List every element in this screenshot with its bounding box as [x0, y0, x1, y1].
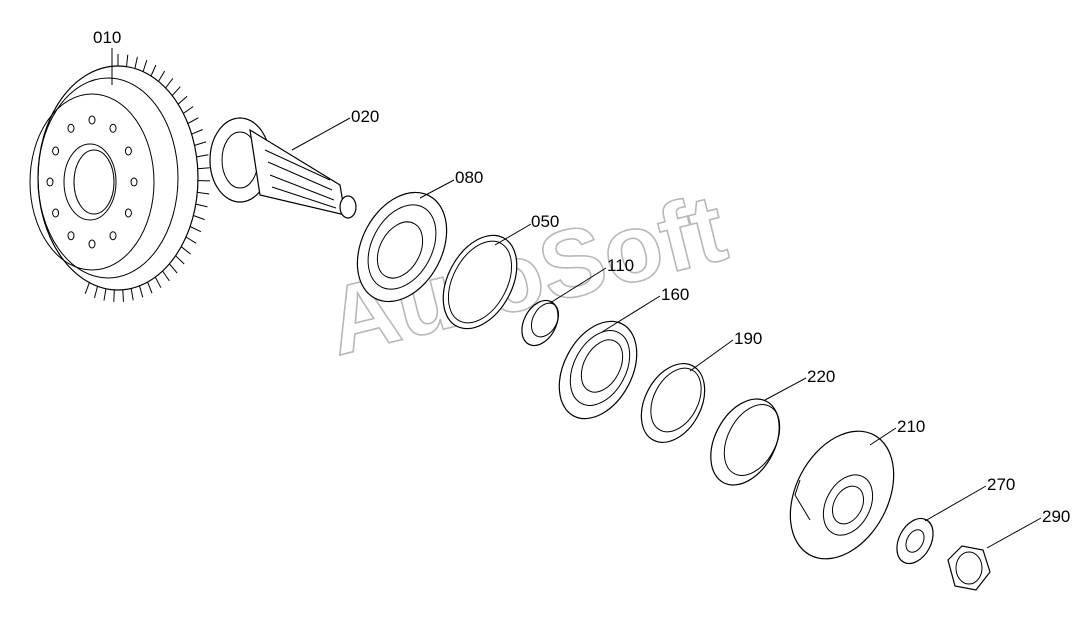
gear-tooth	[84, 282, 90, 294]
bolt-hole	[67, 231, 75, 241]
label-220: 220	[807, 367, 835, 386]
gear-tooth	[194, 141, 207, 146]
gear-tooth	[162, 270, 170, 282]
label-050: 050	[531, 212, 559, 231]
gear-tooth	[195, 203, 208, 208]
label-110: 110	[607, 256, 634, 275]
label-290: 290	[1042, 507, 1070, 526]
gear-tooth	[193, 215, 205, 221]
gear-tooth	[197, 191, 210, 195]
bolt-hole	[124, 146, 132, 156]
gear-tooth	[147, 281, 153, 294]
gear-tooth	[103, 288, 107, 301]
part-210-flange[interactable]	[769, 413, 914, 576]
label-160: 160	[661, 285, 689, 304]
bolt-hole	[109, 231, 117, 241]
gear-tooth	[113, 289, 115, 302]
part-080-bearing[interactable]	[339, 177, 464, 317]
bolt-hole	[124, 208, 132, 218]
part-020-pinion-shaft[interactable]	[209, 117, 357, 219]
gear-tooth	[189, 226, 202, 233]
part-270-washer[interactable]	[890, 512, 941, 569]
label-020: 020	[351, 107, 379, 126]
gear-tooth	[180, 246, 191, 255]
label-270: 270	[987, 475, 1015, 494]
gear-tooth	[185, 236, 197, 244]
part-labels: 010 020 080 050 110 160 190 220 210 270 …	[93, 28, 1070, 526]
bolt-hole	[109, 123, 117, 133]
gear-tooth	[191, 129, 203, 135]
gear-tooth	[150, 64, 157, 77]
gear-tooth	[175, 255, 185, 265]
gear-tooth	[154, 276, 162, 288]
gear-tooth	[134, 56, 138, 69]
gear-tooth	[187, 117, 199, 124]
label-080: 080	[455, 168, 483, 187]
leader-lines	[111, 48, 1042, 549]
gear-tooth	[158, 70, 166, 82]
part-290-hex-nut[interactable]	[947, 545, 991, 591]
bolt-hole	[67, 123, 75, 133]
label-010: 010	[93, 28, 121, 47]
gear-tooth	[142, 60, 148, 72]
bolt-hole	[88, 239, 96, 249]
part-190-seal-ring[interactable]	[629, 353, 718, 453]
gear-tooth	[165, 78, 174, 89]
gear-tooth	[197, 167, 210, 170]
bolt-hole	[88, 115, 96, 125]
bolt-hole	[52, 146, 60, 156]
gear-tooth	[94, 286, 98, 299]
part-160-bearing[interactable]	[544, 308, 653, 432]
gear-tooth	[139, 285, 144, 298]
label-190: 190	[734, 329, 762, 348]
label-210: 210	[897, 417, 925, 436]
gear-tooth	[196, 154, 209, 158]
gear-tooth	[130, 288, 134, 301]
gear-tooth	[169, 263, 178, 274]
gear-tooth	[177, 95, 188, 105]
gear-tooth	[171, 86, 181, 96]
gear-tooth	[122, 289, 124, 302]
part-220-seal-cover[interactable]	[697, 387, 793, 496]
gear-tooth	[183, 106, 194, 114]
gear-tooth	[126, 54, 129, 67]
part-050-shim-ring[interactable]	[428, 223, 531, 341]
part-010-ring-gear[interactable]	[29, 54, 211, 302]
bolt-hole	[130, 177, 138, 187]
bolt-hole	[52, 208, 60, 218]
bolt-hole	[46, 177, 54, 187]
